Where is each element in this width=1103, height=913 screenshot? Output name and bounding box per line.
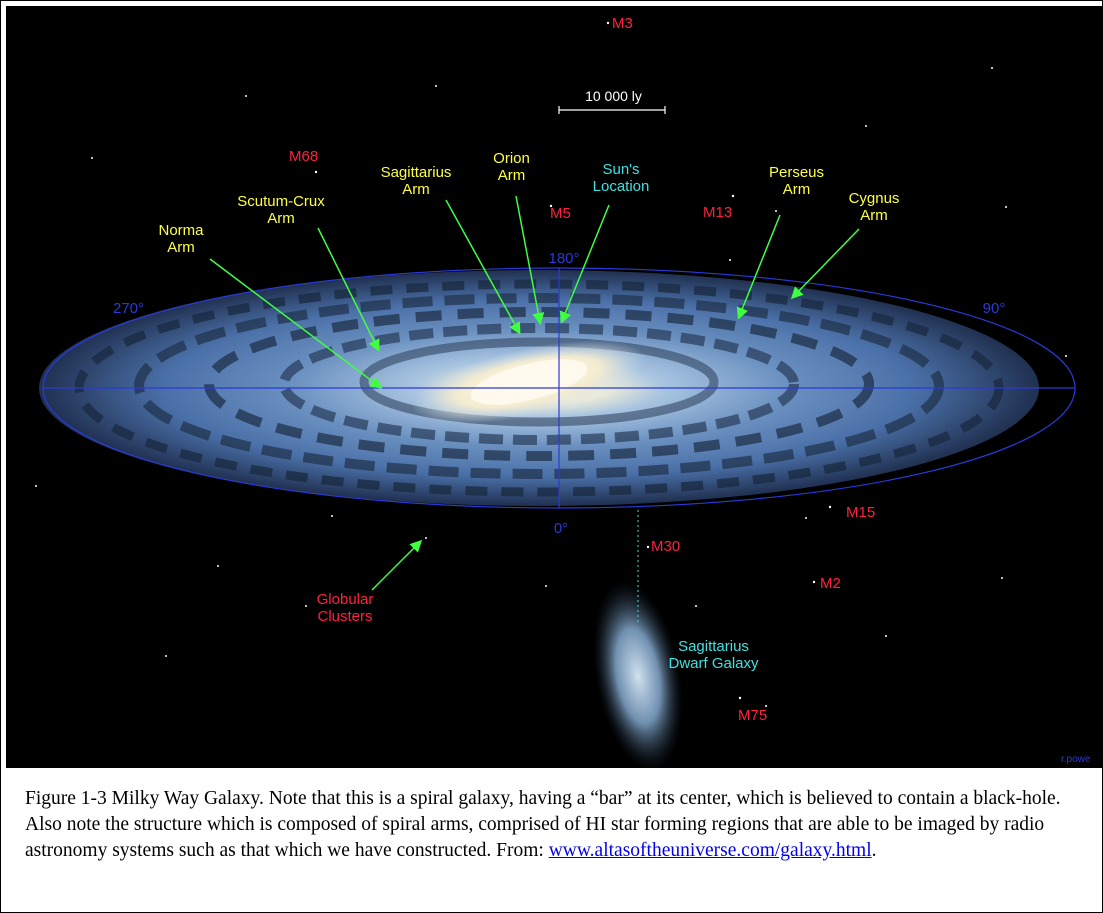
longitude-0-label: 0° [553,520,569,537]
cluster-m75-label: M75 [738,707,768,724]
cluster-m30-label: M30 [651,538,681,555]
orion-arm-label: Orion Arm [493,150,530,184]
star-field [35,67,1067,707]
figure-caption: Figure 1-3 Milky Way Galaxy. Note that t… [25,786,1085,864]
cluster-m15-label: M15 [846,504,876,521]
galaxy-illustration: 10 000 ly 180° 270° 90° 0° Norma Arm Scu… [6,6,1103,768]
sagittarius-dwarf-label: Sagittarius Dwarf Galaxy [668,638,759,672]
cygnus-arm-label: Cygnus Arm [848,190,900,224]
perseus-arm-label: Perseus Arm [768,164,825,198]
sagittarius-dwarf-galaxy [593,510,683,768]
sagittarius-arm-label: Sagittarius Arm [380,164,452,198]
caption-end: . [871,840,877,861]
caption-text: Figure 1-3 Milky Way Galaxy. Note that t… [25,788,1061,861]
scutum-crux-arm-label: Scutum-Crux Arm [237,193,325,227]
sun-location-label: Sun's Location [592,161,650,195]
cluster-m68-label: M68 [289,148,319,165]
galaxy-svg [35,21,1076,768]
cluster-m3-label: M3 [612,15,633,32]
longitude-270-label: 270° [112,300,145,317]
scale-bar-label: 10 000 ly [585,88,642,104]
norma-arm-label: Norma Arm [158,222,204,256]
cluster-m13-label: M13 [703,204,733,221]
cluster-markers [314,21,832,700]
cluster-m5-label: M5 [550,205,571,222]
cluster-m2-label: M2 [820,575,841,592]
source-link[interactable]: www.altasoftheuniverse.com/galaxy.html [548,840,872,861]
image-credit: r.powe [1061,754,1091,765]
galactic-coordinate-grid [42,267,1076,509]
longitude-90-label: 90° [982,300,1006,317]
pointer-arrows [209,195,860,591]
longitude-180-label: 180° [548,250,580,267]
globular-clusters-label: Globular Clusters [316,591,374,625]
scale-bar [558,106,666,114]
